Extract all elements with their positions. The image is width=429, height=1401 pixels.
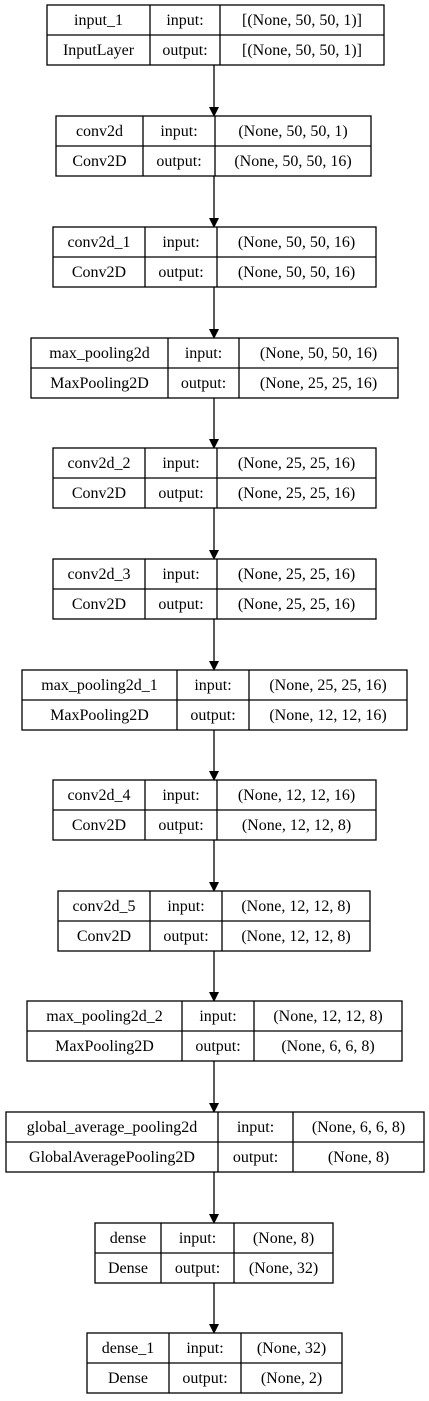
layer-name: max_pooling2d_1 (41, 677, 157, 694)
output-shape: [(None, 50, 50, 1)] (242, 42, 362, 59)
layer-type: Dense (108, 1260, 148, 1277)
input-label: input: (162, 234, 199, 251)
input-shape: (None, 50, 50, 16) (238, 234, 355, 251)
layer-name: conv2d_5 (72, 898, 135, 915)
output-label: output: (190, 707, 235, 724)
output-shape: (None, 50, 50, 16) (234, 153, 351, 170)
output-label: output: (156, 153, 201, 170)
layer-type: Conv2D (72, 485, 126, 502)
input-label: input: (162, 566, 199, 583)
input-shape: (None, 50, 50, 16) (260, 345, 377, 362)
input-shape: (None, 25, 25, 16) (269, 677, 386, 694)
layer-name: global_average_pooling2d (27, 1119, 198, 1136)
input-label: input: (162, 787, 199, 804)
layer-name: conv2d_2 (67, 455, 130, 472)
layer-name: input_1 (74, 12, 123, 29)
layer-name: max_pooling2d_2 (46, 1008, 162, 1025)
input-shape: (None, 8) (253, 1230, 314, 1247)
layer-type: MaxPooling2D (55, 1038, 154, 1055)
input-label: input: (237, 1119, 274, 1136)
output-shape: (None, 25, 25, 16) (238, 485, 355, 502)
input-shape: [(None, 50, 50, 1)] (242, 12, 362, 29)
layer-type: Conv2D (72, 153, 126, 170)
input-shape: (None, 25, 25, 16) (238, 566, 355, 583)
output-label: output: (163, 928, 208, 945)
output-label: output: (162, 42, 207, 59)
layer-type: Conv2D (72, 264, 126, 281)
input-label: input: (167, 898, 204, 915)
layer-type: MaxPooling2D (50, 375, 149, 392)
output-shape: (None, 6, 6, 8) (281, 1038, 374, 1055)
layer-type: Conv2D (72, 817, 126, 834)
output-shape: (None, 12, 12, 8) (242, 817, 351, 834)
output-label: output: (158, 485, 203, 502)
layer-name: conv2d_3 (67, 566, 130, 583)
output-shape: (None, 25, 25, 16) (260, 375, 377, 392)
layer-name: dense (110, 1230, 146, 1247)
output-label: output: (175, 1260, 220, 1277)
input-label: input: (166, 12, 203, 29)
input-label: input: (160, 123, 197, 140)
input-shape: (None, 25, 25, 16) (238, 455, 355, 472)
output-shape: (None, 8) (328, 1149, 389, 1166)
input-label: input: (199, 1008, 236, 1025)
layer-name: conv2d_4 (67, 787, 130, 804)
input-shape: (None, 12, 12, 8) (241, 898, 350, 915)
layer-type: Dense (108, 1370, 148, 1387)
output-label: output: (181, 375, 226, 392)
layer-type: Conv2D (72, 596, 126, 613)
layer-name: conv2d (76, 123, 123, 140)
output-label: output: (233, 1149, 278, 1166)
output-shape: (None, 50, 50, 16) (238, 264, 355, 281)
output-shape: (None, 2) (261, 1370, 322, 1387)
output-label: output: (195, 1038, 240, 1055)
output-label: output: (158, 817, 203, 834)
layer-name: max_pooling2d (49, 345, 149, 362)
input-label: input: (179, 1230, 216, 1247)
layer-type: InputLayer (63, 42, 135, 59)
layer-type: GlobalAveragePooling2D (29, 1149, 195, 1166)
layer-name: dense_1 (102, 1340, 154, 1357)
input-shape: (None, 12, 12, 8) (273, 1008, 382, 1025)
input-label: input: (186, 1340, 223, 1357)
layer-type: Conv2D (77, 928, 131, 945)
input-label: input: (162, 455, 199, 472)
output-label: output: (158, 596, 203, 613)
layer-type: MaxPooling2D (50, 707, 149, 724)
input-shape: (None, 6, 6, 8) (312, 1119, 405, 1136)
layer-node-global_average_pooling2d: global_average_pooling2dGlobalAveragePoo… (5, 1111, 425, 1173)
output-shape: (None, 12, 12, 16) (269, 707, 386, 724)
input-shape: (None, 32) (257, 1340, 326, 1357)
input-label: input: (194, 677, 231, 694)
input-shape: (None, 50, 50, 1) (238, 123, 347, 140)
output-shape: (None, 25, 25, 16) (238, 596, 355, 613)
layer-name: conv2d_1 (67, 234, 130, 251)
output-shape: (None, 32) (249, 1260, 318, 1277)
output-label: output: (158, 264, 203, 281)
output-label: output: (182, 1370, 227, 1387)
input-label: input: (185, 345, 222, 362)
output-shape: (None, 12, 12, 8) (241, 928, 350, 945)
input-shape: (None, 12, 12, 16) (238, 787, 355, 804)
